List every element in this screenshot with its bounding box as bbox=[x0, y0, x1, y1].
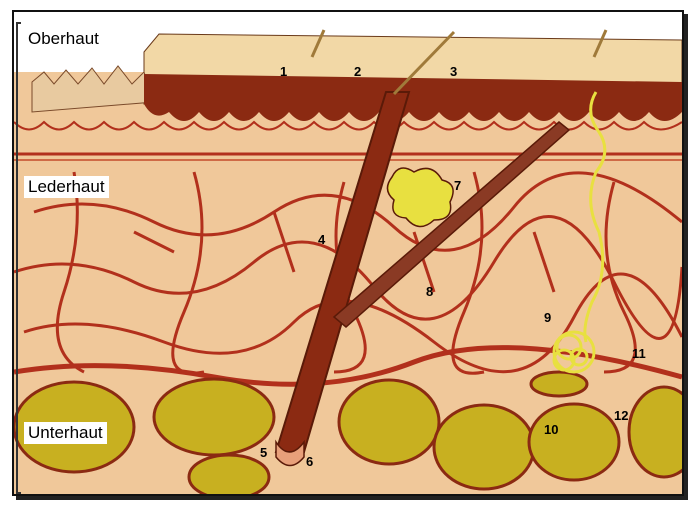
label-2: 2 bbox=[354, 64, 361, 79]
label-12: 12 bbox=[614, 408, 628, 423]
skin-cross-section-svg: 1 2 3 4 5 6 7 8 9 10 11 12 bbox=[14, 12, 682, 494]
label-11: 11 bbox=[632, 346, 646, 361]
layer-bracket bbox=[16, 22, 21, 494]
label-8: 8 bbox=[426, 284, 433, 299]
label-unterhaut: Unterhaut bbox=[24, 422, 107, 444]
label-5: 5 bbox=[260, 445, 267, 460]
epidermis-band bbox=[144, 74, 682, 121]
label-1: 1 bbox=[280, 64, 287, 79]
skin-diagram-frame: 1 2 3 4 5 6 7 8 9 10 11 12 Oberhaut Lede… bbox=[12, 10, 684, 496]
label-4: 4 bbox=[318, 232, 326, 247]
label-7: 7 bbox=[454, 178, 461, 193]
label-10: 10 bbox=[544, 422, 558, 437]
label-oberhaut: Oberhaut bbox=[24, 28, 103, 50]
label-lederhaut: Lederhaut bbox=[24, 176, 109, 198]
label-6: 6 bbox=[306, 454, 313, 469]
label-9: 9 bbox=[544, 310, 551, 325]
label-3: 3 bbox=[450, 64, 457, 79]
